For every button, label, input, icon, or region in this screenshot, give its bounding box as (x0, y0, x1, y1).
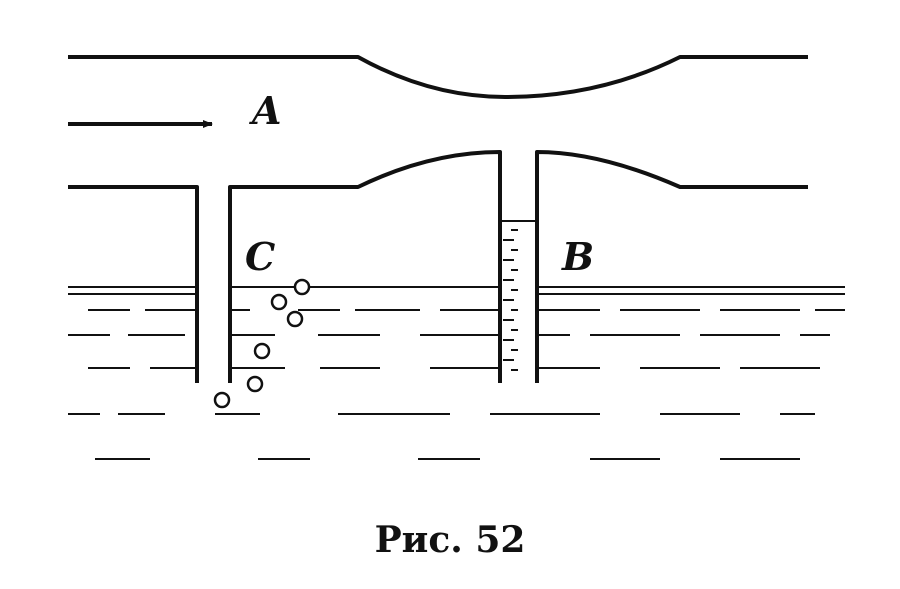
bubble (286, 310, 304, 328)
pipe-bottom-wall-left (68, 185, 199, 383)
bubble (253, 342, 271, 360)
label-c: C (245, 234, 275, 279)
bubble (246, 375, 264, 393)
pipe-top-wall (68, 55, 808, 99)
label-a: A (249, 88, 281, 133)
water-surface (68, 286, 845, 295)
figure-caption: Рис. 52 (375, 519, 526, 561)
water-body (68, 309, 845, 460)
bubble (213, 391, 231, 409)
label-b: B (561, 234, 594, 279)
bubble (293, 278, 311, 296)
bubble (270, 293, 288, 311)
air-bubbles (213, 278, 311, 409)
tube-b-liquid (502, 220, 535, 371)
pipe-bottom-wall-mid (228, 150, 502, 383)
pipe-bottom-wall-right (535, 150, 808, 383)
